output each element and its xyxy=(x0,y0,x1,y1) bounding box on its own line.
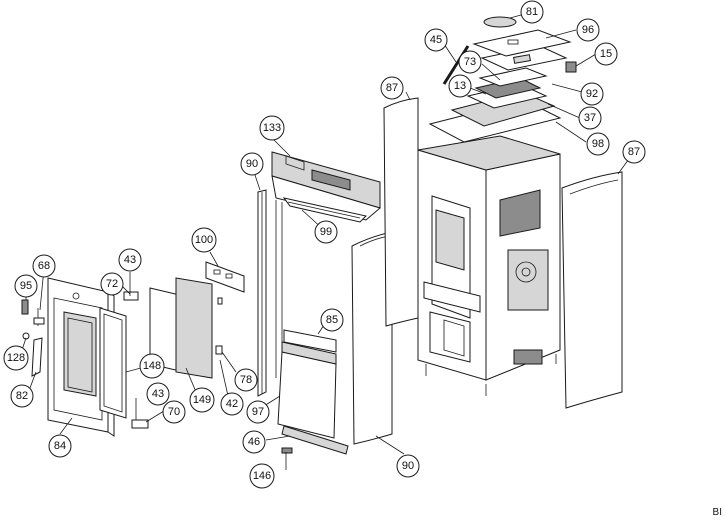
callout-84: 84 xyxy=(48,434,72,458)
leader-lines xyxy=(21,11,635,455)
stove-body xyxy=(417,135,561,396)
side-panel-87-left xyxy=(383,97,419,327)
kick-plate-46 xyxy=(281,425,349,455)
callout-90-bottom: 90 xyxy=(396,454,420,478)
upper-structure xyxy=(428,16,577,143)
inner-frame-left xyxy=(275,200,283,378)
svg-text:133: 133 xyxy=(263,122,281,134)
callout-98: 98 xyxy=(586,132,610,156)
callout-13: 13 xyxy=(448,74,472,98)
callout-81: 81 xyxy=(520,0,544,24)
svg-text:148: 148 xyxy=(143,360,161,372)
callout-15: 15 xyxy=(594,42,618,66)
svg-text:97: 97 xyxy=(252,406,264,418)
callout-146: 146 xyxy=(249,463,275,489)
callout-87-left: 87 xyxy=(380,76,404,100)
callout-148: 148 xyxy=(139,353,165,379)
svg-text:73: 73 xyxy=(464,56,476,68)
callout-72: 72 xyxy=(100,272,124,296)
callout-43-bottom: 43 xyxy=(146,382,170,406)
svg-text:72: 72 xyxy=(106,278,118,290)
svg-text:90: 90 xyxy=(402,460,414,472)
callout-85: 85 xyxy=(320,308,344,332)
svg-text:98: 98 xyxy=(592,138,604,150)
door-glass xyxy=(149,277,213,379)
callout-149: 149 xyxy=(189,387,215,413)
svg-text:87: 87 xyxy=(628,146,640,158)
svg-text:46: 46 xyxy=(248,436,260,448)
svg-text:84: 84 xyxy=(54,440,66,452)
svg-text:85: 85 xyxy=(326,314,338,326)
svg-text:87: 87 xyxy=(386,82,398,94)
small-part-146 xyxy=(281,447,293,470)
callout-73: 73 xyxy=(458,50,482,74)
callout-42: 42 xyxy=(220,392,244,416)
svg-text:78: 78 xyxy=(240,374,252,386)
callout-95: 95 xyxy=(14,274,38,298)
door-hinge-upper xyxy=(123,272,139,301)
side-panel-90-curved xyxy=(351,231,393,445)
side-panel-center-left xyxy=(257,189,267,397)
svg-text:13: 13 xyxy=(454,80,466,92)
svg-text:70: 70 xyxy=(168,406,180,418)
callout-37: 37 xyxy=(578,106,602,130)
top-deflector-99 xyxy=(282,197,367,223)
side-bracket xyxy=(205,261,245,355)
svg-text:90: 90 xyxy=(246,158,258,170)
callout-97: 97 xyxy=(246,400,270,424)
callout-90-top: 90 xyxy=(240,152,264,176)
svg-text:95: 95 xyxy=(20,280,32,292)
svg-text:43: 43 xyxy=(152,388,164,400)
svg-text:128: 128 xyxy=(7,352,25,364)
svg-text:146: 146 xyxy=(253,470,271,482)
callout-92: 92 xyxy=(580,82,604,106)
svg-text:92: 92 xyxy=(586,88,598,100)
svg-text:43: 43 xyxy=(124,254,136,266)
svg-text:15: 15 xyxy=(600,48,612,60)
svg-text:37: 37 xyxy=(584,112,596,124)
svg-text:81: 81 xyxy=(526,6,538,18)
callout-68: 68 xyxy=(32,254,56,278)
callout-43-top: 43 xyxy=(118,248,142,272)
svg-text:99: 99 xyxy=(320,226,332,238)
svg-text:149: 149 xyxy=(193,394,211,406)
lower-panel-97 xyxy=(277,341,337,439)
door-hinge-lower xyxy=(131,398,149,429)
svg-text:42: 42 xyxy=(226,398,238,410)
callout-100: 100 xyxy=(191,227,217,253)
callout-96: 96 xyxy=(576,18,600,42)
callout-46: 46 xyxy=(242,430,266,454)
corner-code: BI xyxy=(712,507,722,518)
svg-text:82: 82 xyxy=(16,390,28,402)
ash-bracket-85 xyxy=(283,329,337,353)
callout-133: 133 xyxy=(259,115,285,141)
svg-text:96: 96 xyxy=(582,24,594,36)
callout-45: 45 xyxy=(424,28,448,52)
door-gasket-frame xyxy=(99,307,127,419)
callout-128: 128 xyxy=(3,345,29,371)
top-cover-133 xyxy=(271,151,382,221)
side-panel-87-right xyxy=(561,171,623,409)
svg-text:45: 45 xyxy=(430,34,442,46)
svg-text:68: 68 xyxy=(38,260,50,272)
callout-82: 82 xyxy=(10,384,34,408)
svg-text:100: 100 xyxy=(195,234,213,246)
callout-87-right: 87 xyxy=(622,140,646,164)
callout-78: 78 xyxy=(234,368,258,392)
callout-70: 70 xyxy=(162,400,186,424)
door-handle-parts xyxy=(21,299,45,377)
callout-99: 99 xyxy=(314,220,338,244)
